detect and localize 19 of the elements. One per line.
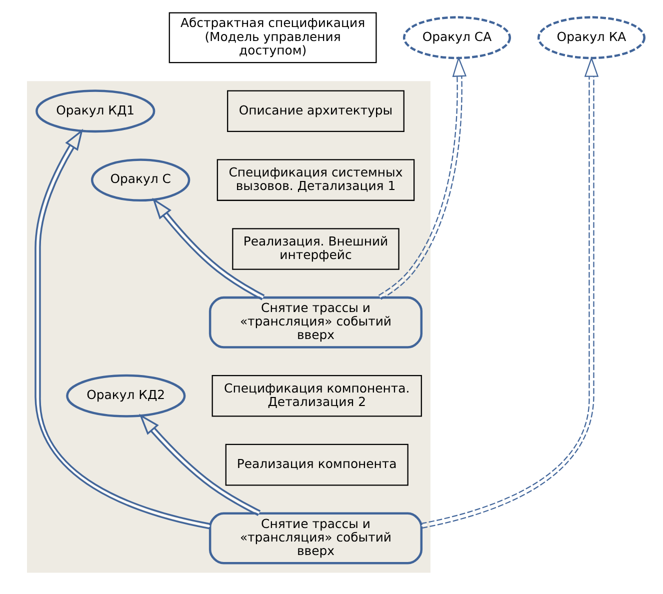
node-box: Описание архитектуры: [227, 90, 404, 132]
node-box: Снятие трассы и «трансляция» событий вверх: [208, 296, 423, 348]
node-box: Реализация компонента: [225, 444, 408, 486]
node-ellipse: Оракул С: [90, 158, 190, 202]
arrow: [378, 56, 467, 300]
node-box: Реализация. Внешний интерфейс: [232, 228, 400, 270]
arrow: [139, 414, 261, 516]
node-box: Снятие трассы и «трансляция» событий вверх: [208, 512, 423, 564]
node-ellipse: Оракул КД1: [36, 90, 156, 133]
cluster: [27, 81, 430, 573]
node-box: Спецификация системных вызовов. Детализация 1: [216, 159, 415, 201]
arrow: [34, 128, 210, 530]
node-ellipse: Оракул КД2: [66, 374, 186, 418]
node-box: Абстрактная спецификация (Модель управления доступом): [168, 12, 377, 64]
node-ellipse: Оракул СА: [402, 16, 512, 60]
arrow: [152, 198, 265, 300]
node-box: Спецификация компонента. Детализация 2: [212, 374, 422, 417]
node-ellipse: Оракул КА: [537, 16, 646, 60]
arrow: [421, 56, 599, 529]
